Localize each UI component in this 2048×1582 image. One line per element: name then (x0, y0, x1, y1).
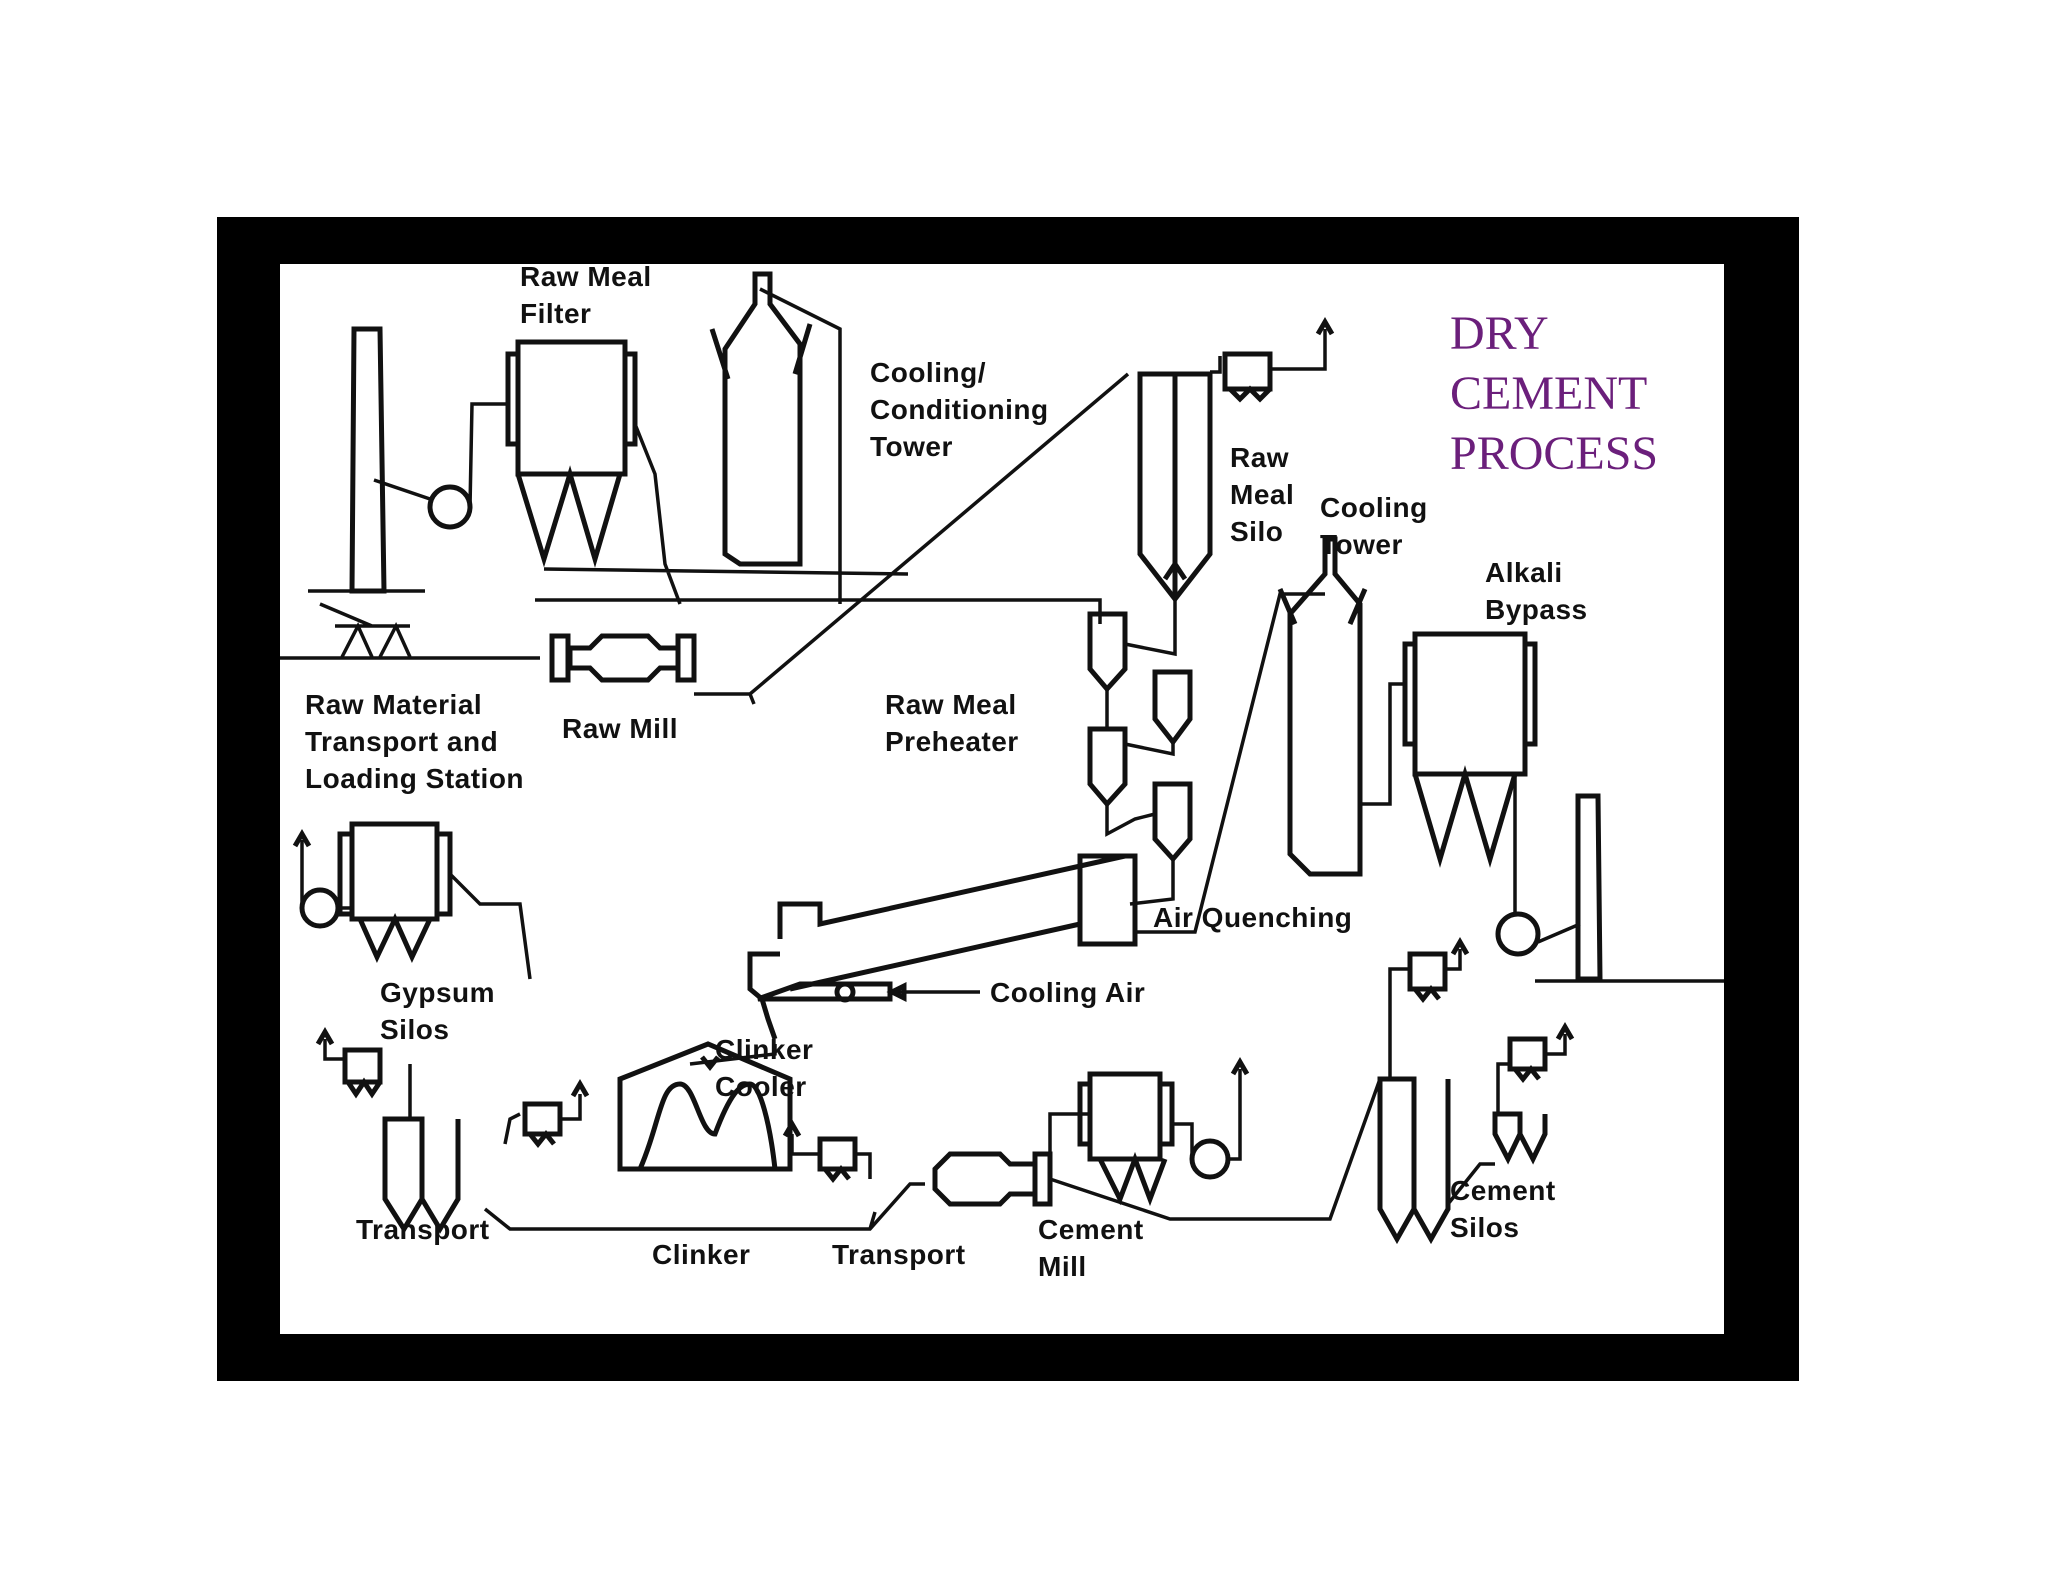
preheater-connections (1105, 599, 1177, 906)
label-clinker-cooler: Clinker Cooler (715, 1034, 814, 1102)
cement-mill-fan-lines (1172, 1069, 1242, 1161)
fan-to-stack-right (1537, 922, 1581, 944)
fan-icon-right (1495, 911, 1541, 957)
gypsum-vent (323, 1039, 345, 1061)
raw-meal-filter (505, 339, 638, 568)
label-raw-meal-silo: Raw Meal Silo (1230, 442, 1295, 547)
raw-mill-to-preheater-line (694, 372, 1130, 705)
label-raw-material-transport: Raw Material Transport and Loading Stati… (305, 689, 525, 794)
gypsum-fan-lines (300, 840, 532, 980)
arrow-up-gypsum (315, 1027, 335, 1046)
clinker-storage-shed (617, 1041, 793, 1172)
transport-2-vent (790, 1134, 872, 1179)
arrow-down-shed (700, 1055, 720, 1072)
packing-filter (1507, 1036, 1548, 1084)
cooling-tower-duct (1360, 682, 1405, 806)
silo-vent-line (1210, 329, 1327, 374)
filter-outlet-line (543, 423, 909, 605)
fan-icon-left (427, 484, 473, 530)
raw-meal-silo (1137, 371, 1213, 604)
raw-mill (549, 633, 697, 683)
cement-silo-top-filter (1407, 951, 1448, 1004)
gypsum-silos (382, 1116, 461, 1234)
label-alkali-bypass: Alkali Bypass (1485, 557, 1588, 625)
gypsum-filter (337, 821, 453, 963)
cooling-conditioning-tower (709, 271, 813, 567)
chimney-stack-right (1575, 793, 1603, 982)
arrow-up-silo-vent (1315, 317, 1335, 336)
label-cooling-conditioning-tower: Cooling/ Conditioning Tower (870, 357, 1049, 462)
fan-icon-gypsum (299, 887, 341, 929)
arrow-cooling-air (886, 981, 907, 1003)
transport-small-filter-2 (817, 1136, 858, 1184)
packing-vent (1496, 1034, 1567, 1114)
clinker-cooler (747, 951, 893, 1040)
label-raw-meal-filter: Raw Meal Filter (520, 264, 652, 329)
air-quenching-duct (1135, 592, 1325, 934)
fan-duct-left (373, 478, 431, 501)
silo-to-packing-line (1446, 1162, 1495, 1206)
cement-silo-vent (1388, 949, 1462, 1079)
label-air-quenching: Air Quenching (1153, 902, 1353, 933)
clinker-transport-line (483, 1182, 925, 1231)
silo-top-filter (1222, 351, 1273, 403)
packing-hoppers (1492, 1111, 1548, 1165)
cement-mill (932, 1151, 1053, 1207)
arrow-up-packing (1555, 1022, 1575, 1041)
cement-mill-lines (1048, 1078, 1382, 1221)
arrow-up-transport-2 (782, 1119, 802, 1138)
kiln-inlet-chamber (1077, 853, 1138, 947)
stack-base-platform (308, 589, 425, 658)
label-raw-mill: Raw Mill (562, 713, 679, 744)
arrow-up-cement-fan (1230, 1057, 1250, 1076)
cement-silos (1377, 1076, 1451, 1245)
transport-small-filter-1 (522, 1101, 563, 1149)
fan-to-filter-duct (468, 402, 508, 508)
cooler-to-shed-line (689, 1044, 777, 1066)
label-cooling-tower: Cooling Tower (1320, 492, 1428, 560)
fan-icon-cement-mill (1189, 1138, 1231, 1180)
arrow-up-gypsum-fan (292, 829, 312, 848)
diagram-panel: DRY CEMENT PROCESS Raw Meal Filter Cooli… (280, 264, 1724, 1334)
raw-material-conveyor (280, 598, 1102, 660)
process-flow-diagram (280, 271, 1724, 1245)
label-cement-silos: Cement Silos (1450, 1175, 1556, 1243)
label-transport-middle: Transport (832, 1239, 966, 1270)
arrow-up-transport-1 (570, 1079, 590, 1098)
diagram-title: DRY CEMENT PROCESS (1450, 307, 1659, 480)
raw-meal-preheater-cyclones (1087, 611, 1193, 863)
arrow-up-cement-silo (1450, 937, 1470, 956)
cooler-fan-icon (834, 981, 856, 1003)
label-transport-left: Transport (356, 1214, 490, 1245)
label-cooling-air: Cooling Air (990, 977, 1146, 1008)
gypsum-small-filter (342, 1047, 383, 1099)
label-gypsum-silos: Gypsum Silos (380, 977, 496, 1045)
cooling-tower-right (1277, 536, 1368, 877)
chimney-stack-left (349, 326, 387, 594)
alkali-bypass-filter (1402, 631, 1538, 868)
label-raw-meal-preheater: Raw Meal Preheater (885, 689, 1019, 757)
label-clinker: Clinker (652, 1239, 751, 1270)
tower-duct-right (759, 287, 842, 604)
label-cement-mill: Cement Mill (1038, 1214, 1144, 1282)
cement-mill-filter (1077, 1071, 1175, 1207)
transport-1-vent (503, 1094, 582, 1145)
